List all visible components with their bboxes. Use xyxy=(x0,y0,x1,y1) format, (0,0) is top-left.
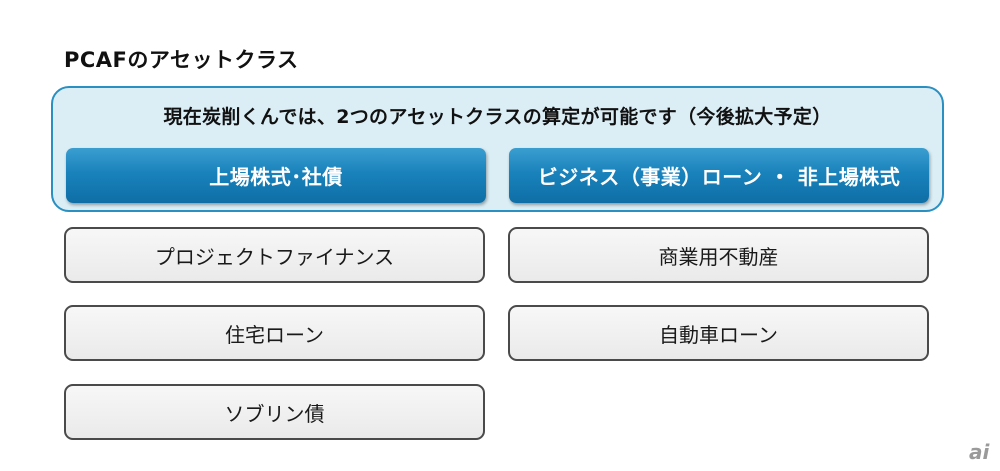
sovereign-debt-box: ソブリン債 xyxy=(64,384,485,440)
ai-logo-watermark: ai xyxy=(966,440,994,464)
panel-heading: 現在炭削くんでは、2つのアセットクラスの算定が可能です（今後拡大予定） xyxy=(163,106,832,128)
project-finance-box: プロジェクトファイナンス xyxy=(64,227,485,283)
available-classes-panel: 現在炭削くんでは、2つのアセットクラスの算定が可能です（今後拡大予定） 上場株式… xyxy=(51,86,944,212)
listed-equity-bonds-button[interactable]: 上場株式･社債 xyxy=(66,148,486,203)
commercial-real-estate-box: 商業用不動産 xyxy=(508,227,929,283)
motor-vehicle-loans-box: 自動車ローン xyxy=(508,305,929,361)
business-loans-unlisted-equity-button[interactable]: ビジネス（事業）ローン ・ 非上場株式 xyxy=(509,148,929,203)
section-title: PCAFのアセットクラス xyxy=(64,48,299,72)
ai-logo-text: ai xyxy=(969,440,990,464)
mortgages-box: 住宅ローン xyxy=(64,305,485,361)
